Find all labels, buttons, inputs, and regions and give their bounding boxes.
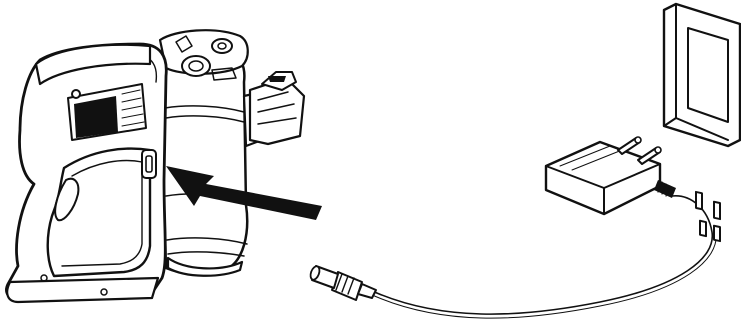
cable-icon [369, 195, 717, 319]
arrow-icon [166, 166, 322, 220]
power-button-icon [71, 89, 81, 99]
dust-bin [158, 50, 249, 277]
vacuum-handle: 100 ▢ [5, 42, 168, 304]
handheld-vacuum-icon: 100 ▢ [5, 29, 306, 304]
power-adapter-icon [544, 136, 676, 216]
vent-grille-icon [67, 83, 147, 141]
nozzle [242, 71, 306, 148]
cyclone-cap [158, 29, 249, 81]
dc-plug-icon [309, 265, 377, 301]
handle-label: 100 ▢ [54, 49, 100, 70]
charging-port-icon [141, 149, 157, 179]
plug-prongs-icon [617, 136, 662, 165]
wall-outlet-icon [662, 2, 741, 243]
